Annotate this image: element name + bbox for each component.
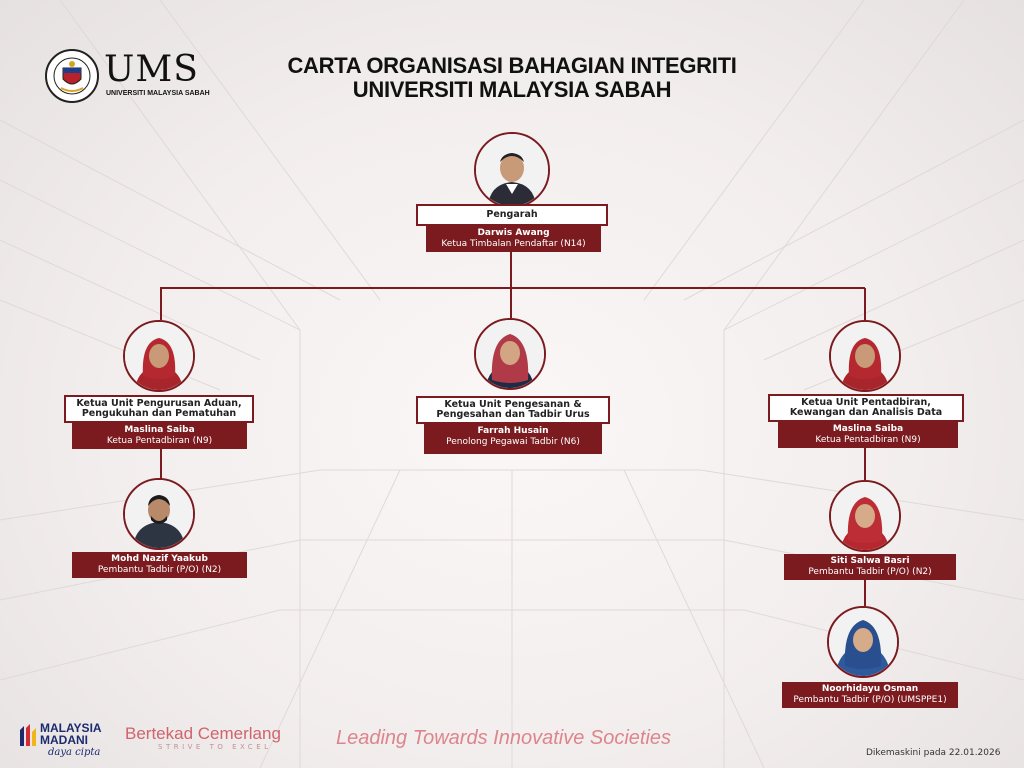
unit2-name: Farrah Husain bbox=[477, 426, 549, 436]
ums-logo: UMS UNIVERSITI MALAYSIA SABAH bbox=[44, 48, 210, 104]
ums-seal-logo-icon bbox=[45, 49, 99, 103]
person-portrait-icon bbox=[125, 480, 193, 548]
unit3-staff2-portrait bbox=[827, 606, 899, 678]
unit3-name-box: Maslina Saiba Ketua Pentadbiran (N9) bbox=[778, 422, 958, 448]
person-portrait-icon bbox=[831, 322, 899, 390]
title-line-1: CARTA ORGANISASI BAHAGIAN INTEGRITI bbox=[287, 53, 737, 78]
madani-text: MALAYSIA MADANI bbox=[40, 722, 102, 746]
unit2-portrait bbox=[474, 318, 546, 390]
bertekad-slogan: Bertekad Cemerlang bbox=[125, 724, 281, 743]
page-title: CARTA ORGANISASI BAHAGIAN INTEGRITI UNIV… bbox=[232, 54, 792, 102]
unit1-name: Maslina Saiba bbox=[124, 425, 195, 435]
unit2-role-box: Ketua Unit Pengesanan & Pengesahan dan T… bbox=[416, 396, 610, 424]
unit1-staff1-portrait bbox=[123, 478, 195, 550]
unit1-portrait bbox=[123, 320, 195, 392]
unit1-position: Ketua Pentadbiran (N9) bbox=[106, 436, 213, 446]
madani-word-2: MADANI bbox=[40, 733, 88, 747]
person-portrait-icon bbox=[831, 482, 899, 550]
strive-slogan: STRIVE TO EXCEL bbox=[158, 743, 272, 751]
malaysia-madani-logo-icon bbox=[20, 724, 36, 746]
unit2-role: Ketua Unit Pengesanan & Pengesahan dan T… bbox=[436, 399, 590, 420]
head-position: Ketua Timbalan Pendaftar (N14) bbox=[441, 239, 586, 249]
unit3-role: Ketua Unit Pentadbiran, Kewangan dan Ana… bbox=[789, 397, 943, 418]
unit3-name: Maslina Saiba bbox=[832, 424, 904, 434]
unit1-role: Ketua Unit Pengurusan Aduan, Pengukuhan … bbox=[76, 398, 242, 419]
madani-word-1: MALAYSIA bbox=[40, 721, 102, 735]
unit2-name-box: Farrah Husain Penolong Pegawai Tadbir (N… bbox=[424, 424, 602, 454]
unit2-position: Penolong Pegawai Tadbir (N6) bbox=[446, 437, 580, 447]
unit1-staff1-position: Pembantu Tadbir (P/O) (N2) bbox=[97, 565, 222, 575]
unit3-staff1-position: Pembantu Tadbir (P/O) (N2) bbox=[808, 567, 932, 577]
unit3-staff2-position: Pembantu Tadbir (P/O) (UMSPPE1) bbox=[793, 695, 947, 705]
unit3-position: Ketua Pentadbiran (N9) bbox=[815, 435, 921, 445]
unit1-staff1-name: Mohd Nazif Yaakub bbox=[111, 554, 208, 564]
unit1-role-box: Ketua Unit Pengurusan Aduan, Pengukuhan … bbox=[64, 395, 254, 423]
tagline: Leading Towards Innovative Societies bbox=[336, 727, 672, 749]
head-name-box: Darwis Awang Ketua Timbalan Pendaftar (N… bbox=[426, 226, 601, 252]
unit3-staff1-portrait bbox=[829, 480, 901, 552]
person-portrait-icon bbox=[476, 134, 548, 206]
unit3-role-box: Ketua Unit Pentadbiran, Kewangan dan Ana… bbox=[768, 394, 964, 422]
head-role-box: Pengarah bbox=[416, 204, 608, 226]
unit1-staff1-name-box: Mohd Nazif Yaakub Pembantu Tadbir (P/O) … bbox=[72, 552, 247, 578]
person-portrait-icon bbox=[829, 608, 897, 676]
logo-subtitle: UNIVERSITI MALAYSIA SABAH bbox=[106, 90, 210, 97]
logo-text: UMS bbox=[104, 49, 199, 90]
unit3-staff1-name: Siti Salwa Basri bbox=[830, 556, 910, 566]
head-role: Pengarah bbox=[486, 209, 538, 220]
malaysia-madani-logo: MALAYSIA MADANI daya cipta bbox=[18, 720, 110, 762]
updated-date: Dikemaskini pada 22.01.2026 bbox=[866, 748, 1001, 758]
unit3-staff2-name-box: Noorhidayu Osman Pembantu Tadbir (P/O) (… bbox=[782, 682, 958, 708]
head-portrait bbox=[474, 132, 550, 208]
unit3-portrait bbox=[829, 320, 901, 392]
person-portrait-icon bbox=[125, 322, 193, 390]
head-name: Darwis Awang bbox=[477, 228, 550, 238]
madani-script: daya cipta bbox=[48, 747, 101, 758]
unit3-staff2-name: Noorhidayu Osman bbox=[821, 684, 919, 694]
person-portrait-icon bbox=[476, 320, 544, 388]
unit3-staff1-name-box: Siti Salwa Basri Pembantu Tadbir (P/O) (… bbox=[784, 554, 956, 580]
unit1-name-box: Maslina Saiba Ketua Pentadbiran (N9) bbox=[72, 423, 247, 449]
title-line-2: UNIVERSITI MALAYSIA SABAH bbox=[352, 77, 672, 102]
